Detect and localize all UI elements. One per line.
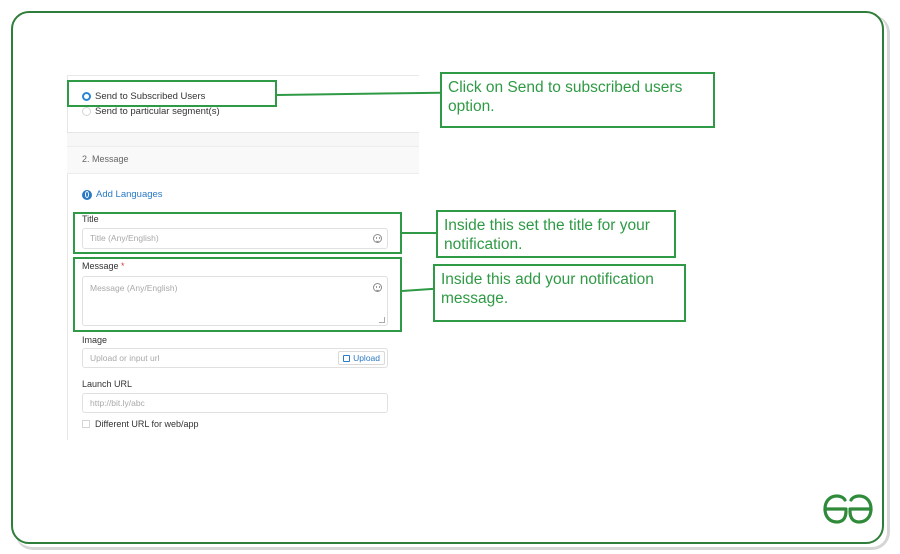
message-textarea[interactable]: Message (Any/English) — [82, 276, 388, 326]
radio-label: Send to Subscribed Users — [95, 90, 206, 102]
message-label: Message * — [82, 261, 125, 271]
title-label: Title — [82, 214, 99, 224]
callout-subscribed-users: Click on Send to subscribed users option… — [440, 72, 715, 128]
globe-icon — [82, 189, 92, 200]
launch-url-input[interactable]: http://bit.ly/abc — [82, 393, 388, 413]
callout-title: Inside this set the title for your notif… — [436, 210, 676, 258]
add-languages-label: Add Languages — [96, 189, 163, 200]
image-placeholder: Upload or input url — [90, 353, 160, 363]
callout-message: Inside this add your notification messag… — [433, 264, 686, 322]
image-label: Image — [82, 335, 108, 345]
radio-particular-segment[interactable]: Send to particular segment(s) — [82, 104, 220, 118]
title-placeholder: Title (Any/English) — [90, 233, 159, 243]
highlight-message-field — [73, 257, 402, 332]
launch-url-placeholder: http://bit.ly/abc — [90, 398, 145, 408]
gfg-logo-icon — [823, 494, 873, 524]
section-header — [67, 146, 419, 174]
highlight-title-field — [73, 212, 402, 254]
emoji-icon[interactable] — [373, 234, 382, 243]
radio-unchecked-icon[interactable] — [82, 106, 91, 116]
resize-handle-icon[interactable] — [379, 317, 385, 323]
radio-checked-icon[interactable] — [82, 91, 91, 101]
different-url-checkbox[interactable] — [82, 420, 90, 428]
upload-label: Upload — [353, 353, 380, 363]
message-placeholder: Message (Any/English) — [90, 283, 178, 293]
image-url-input[interactable]: Upload or input url Upload — [82, 348, 388, 368]
frame-shadow — [15, 15, 890, 550]
connector-title — [402, 232, 437, 234]
title-input[interactable]: Title (Any/English) — [82, 228, 388, 249]
add-languages-link[interactable]: Add Languages — [82, 189, 163, 200]
radio-subscribed-users[interactable]: Send to Subscribed Users — [82, 89, 205, 103]
upload-button[interactable]: Upload — [338, 351, 385, 365]
radio-label: Send to particular segment(s) — [95, 105, 220, 117]
message-label-text: Message — [82, 261, 119, 271]
launch-url-label: Launch URL — [82, 379, 133, 389]
emoji-icon[interactable] — [373, 283, 382, 292]
different-url-label: Different URL for web/app — [95, 419, 199, 429]
panel-divider — [67, 75, 419, 76]
upload-icon — [343, 354, 351, 362]
highlight-subscribed-users — [67, 80, 277, 107]
section-title: 2. Message — [82, 154, 129, 164]
required-mark: * — [121, 261, 125, 271]
